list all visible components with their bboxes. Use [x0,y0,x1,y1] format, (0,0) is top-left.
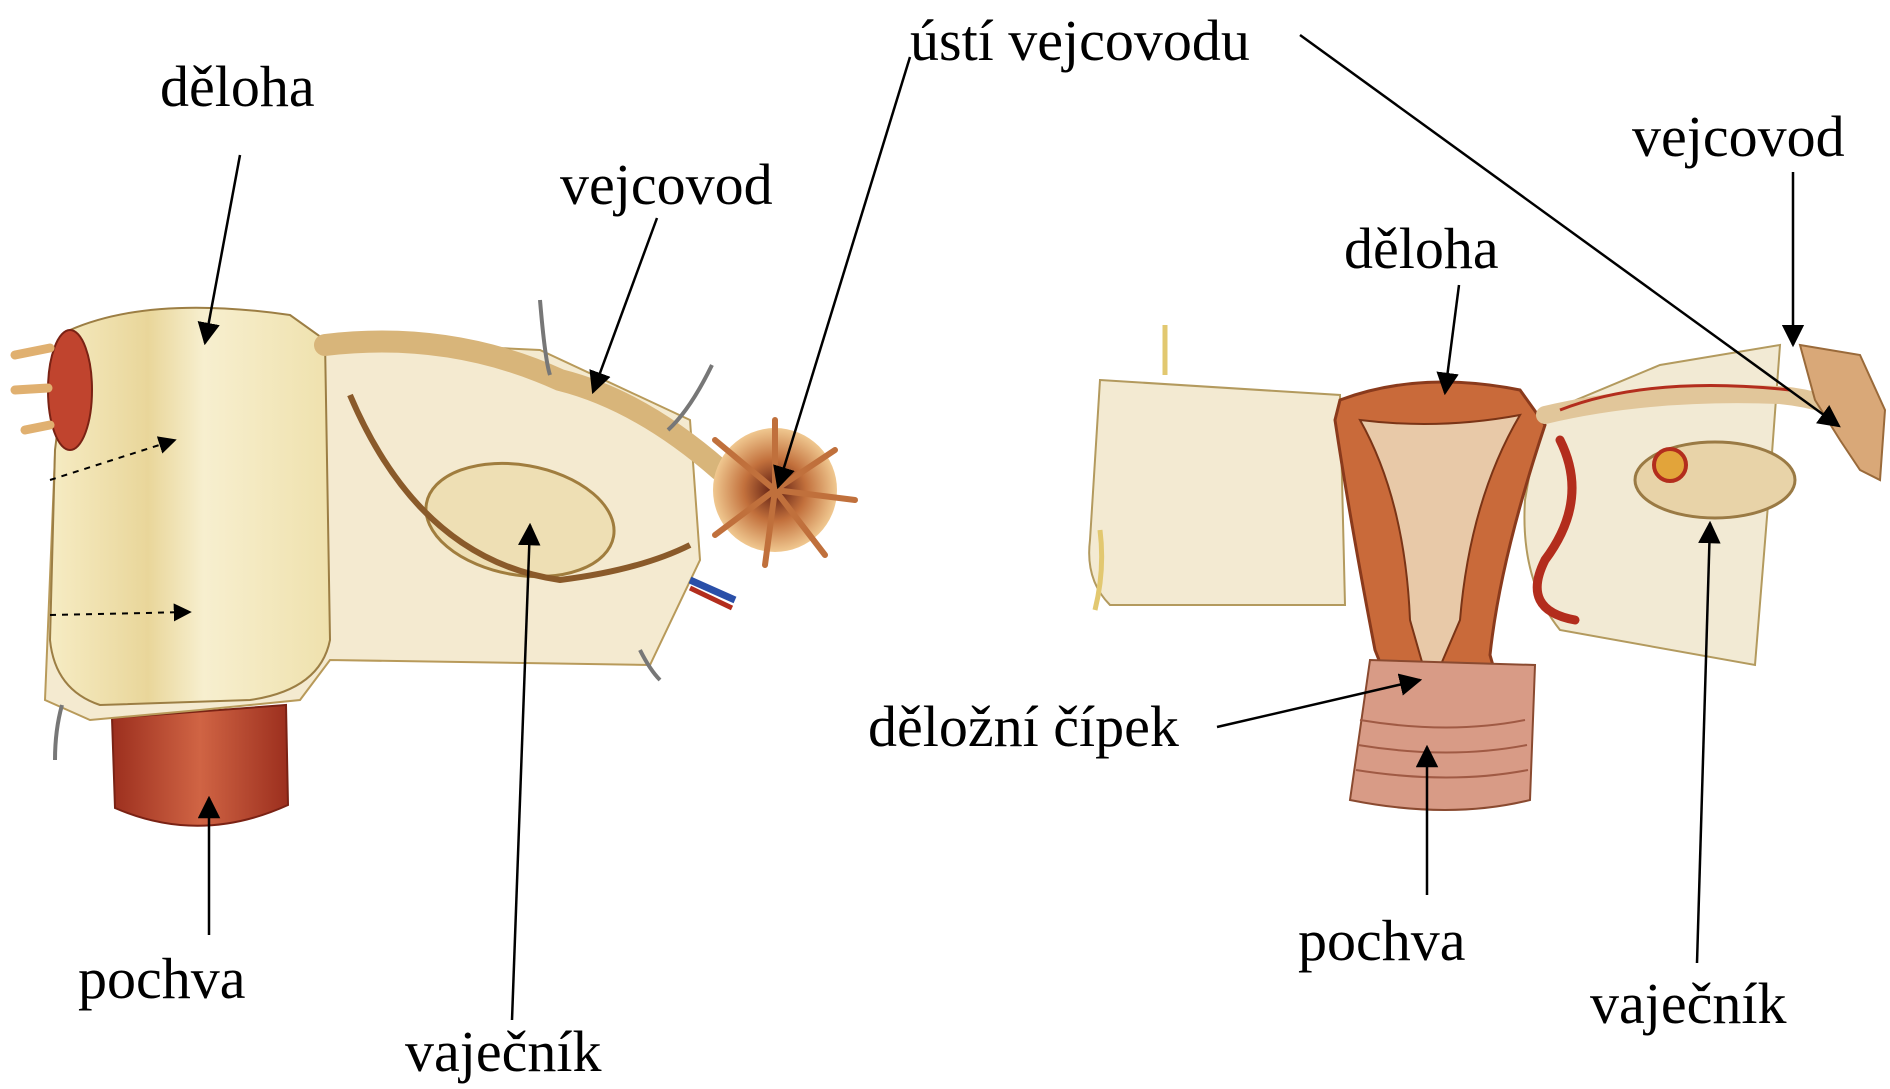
label-left-vajecnik: vaječník [405,1023,601,1081]
right-illustration [1089,325,1885,810]
right-vagina-shape [1350,660,1535,810]
right-broad-ligament-left [1089,380,1345,605]
right-fimbriae [1800,345,1885,480]
label-usti-vejcovodu: ústí vejcovodu [910,12,1250,70]
left-uterus-shape [50,308,330,705]
label-right-deloha: děloha [1344,220,1499,278]
pointer-right-deloha [1445,285,1459,393]
label-right-pochva: pochva [1298,912,1466,970]
label-left-pochva: pochva [78,950,246,1008]
label-right-vajecnik: vaječník [1590,975,1786,1033]
label-left-vejcovod: vejcovod [560,156,773,214]
label-right-vejcovod: vejcovod [1632,108,1845,166]
left-illustration [15,300,855,826]
label-delozni-cipek: děložní čípek [868,698,1179,756]
label-left-deloha: děloha [160,58,315,116]
pointer-left-vejcovod [593,218,657,392]
pointer-usti-left [778,57,910,487]
left-stump [48,330,92,450]
left-vagina-shape [112,705,288,826]
